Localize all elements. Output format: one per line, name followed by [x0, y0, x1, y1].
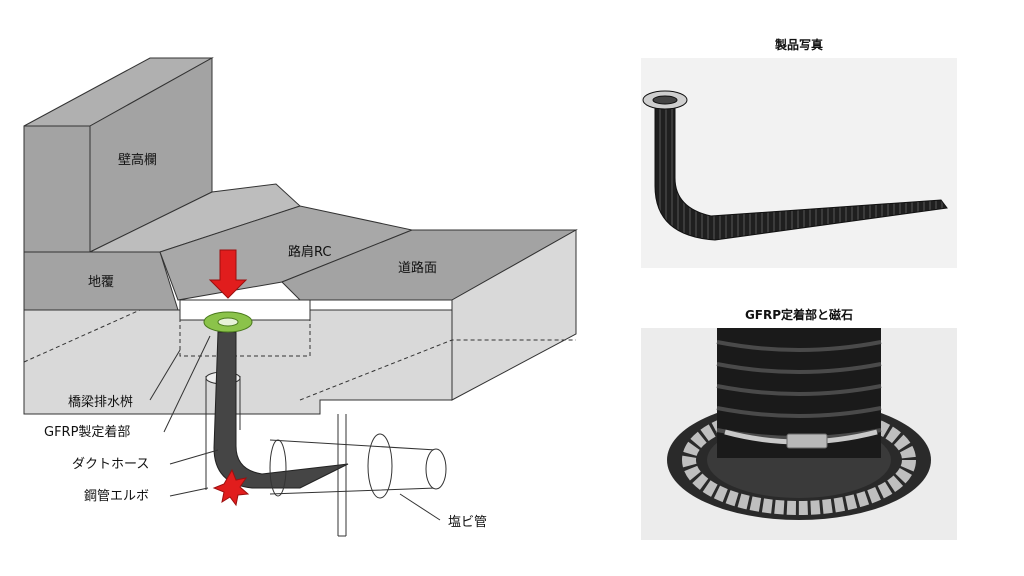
pvc-pipe-end	[425, 448, 447, 490]
label-road: 道路面	[398, 260, 437, 276]
hose-clamp-buckle	[786, 433, 828, 449]
label-gfrp-fixing: GFRP製定着部	[44, 424, 130, 440]
drainage-diagram: 壁高欄 地覆 路肩RC 道路面 橋梁排水桝 GFRP製定着部 ダクトホース 鋼管…	[23, 57, 578, 537]
label-parapet: 壁高欄	[118, 152, 157, 168]
product-photo	[641, 58, 957, 268]
support-lines	[337, 414, 347, 537]
drain-basin-body	[179, 299, 311, 357]
duct-hose-shape	[213, 331, 349, 489]
deck-hidden-line	[23, 309, 141, 363]
leader-drain-basin	[149, 349, 181, 401]
label-drain-basin: 橋梁排水桝	[68, 394, 133, 410]
leader-pvc	[399, 493, 441, 521]
fill-top	[89, 183, 301, 253]
water-flow-arrow	[208, 249, 248, 299]
pvc-pipe-flange-1	[269, 439, 287, 497]
gfrp-ring-hole	[217, 317, 239, 327]
leader-gfrp	[163, 335, 211, 433]
hose-photo-flange-hole	[652, 95, 678, 105]
deck-hidden-line-2	[299, 339, 576, 401]
label-steel-elbow: 鋼管エルボ	[84, 489, 149, 504]
leader-elbow	[169, 487, 209, 497]
label-shoulder: 路肩RC	[288, 244, 331, 260]
label-duct-hose: ダクトホース	[72, 457, 149, 472]
label-fill: 地覆	[88, 275, 114, 290]
magnet-photo-title: GFRP定着部と磁石	[744, 308, 854, 322]
magnet-photo	[641, 328, 957, 540]
hose-photo-shape	[654, 107, 948, 241]
corrosion-burst-icon	[212, 468, 250, 507]
product-photo-title: 製品写真	[774, 38, 823, 52]
pvc-pipe-flange-2	[367, 433, 393, 499]
parapet-front	[23, 125, 91, 253]
steel-pipe-vertical	[205, 376, 241, 490]
deck-front	[23, 309, 453, 415]
label-pvc-pipe: 塩ビ管	[448, 515, 487, 530]
leader-duct	[169, 449, 219, 465]
